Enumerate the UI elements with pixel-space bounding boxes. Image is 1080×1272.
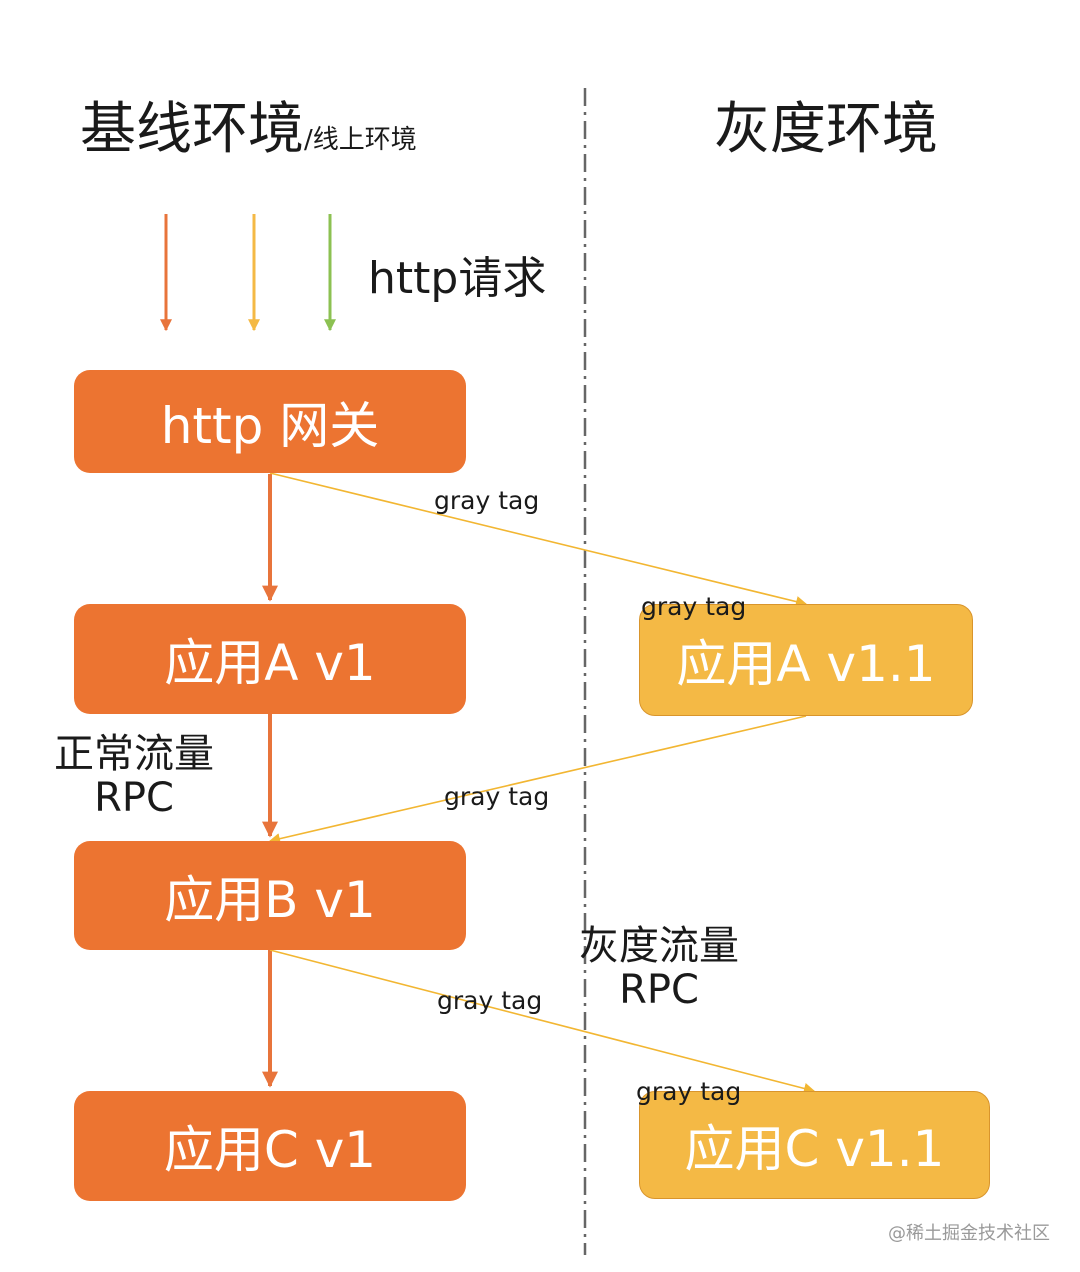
node-app-a-v1: 应用A v1 bbox=[74, 604, 466, 714]
baseline-title-text: 基线环境 bbox=[80, 97, 304, 162]
edge-gateway-to-app-a-v11 bbox=[269, 472, 808, 608]
gray-flow-line1: 灰度流量 bbox=[579, 923, 739, 969]
node-http-gateway: http 网关 bbox=[74, 370, 466, 473]
watermark: @稀土掘金技术社区 bbox=[888, 1223, 1050, 1244]
gray-flow-line2: RPC bbox=[619, 967, 699, 1013]
edge-label-a11-incoming: gray tag bbox=[641, 592, 747, 621]
edge-label-a11-to-b: gray tag bbox=[444, 782, 550, 811]
edge-label-b-to-c11: gray tag bbox=[437, 986, 543, 1015]
normal-flow-label: 正常流量 RPC bbox=[54, 732, 214, 820]
http-request-label: http请求 bbox=[368, 253, 547, 304]
edge-app-a-v11-to-app-b-v1 bbox=[268, 715, 807, 845]
baseline-env-title: 基线环境/线上环境 bbox=[80, 100, 417, 170]
node-app-c-v1: 应用C v1 bbox=[74, 1091, 466, 1201]
normal-flow-line1: 正常流量 bbox=[54, 731, 214, 777]
edge-label-gateway-to-a11: gray tag bbox=[434, 486, 540, 515]
gray-flow-label: 灰度流量 RPC bbox=[568, 924, 750, 1012]
gray-env-title: 灰度环境 bbox=[714, 97, 938, 162]
node-app-a-v11: 应用A v1.1 bbox=[639, 604, 973, 716]
node-app-b-v1: 应用B v1 bbox=[74, 841, 466, 950]
edge-app-b-v1-to-app-c-v11 bbox=[269, 949, 816, 1094]
node-app-c-v11: 应用C v1.1 bbox=[639, 1091, 990, 1199]
edge-label-c11-incoming: gray tag bbox=[636, 1077, 742, 1106]
normal-flow-line2: RPC bbox=[94, 775, 174, 821]
baseline-subtitle: /线上环境 bbox=[304, 125, 417, 155]
